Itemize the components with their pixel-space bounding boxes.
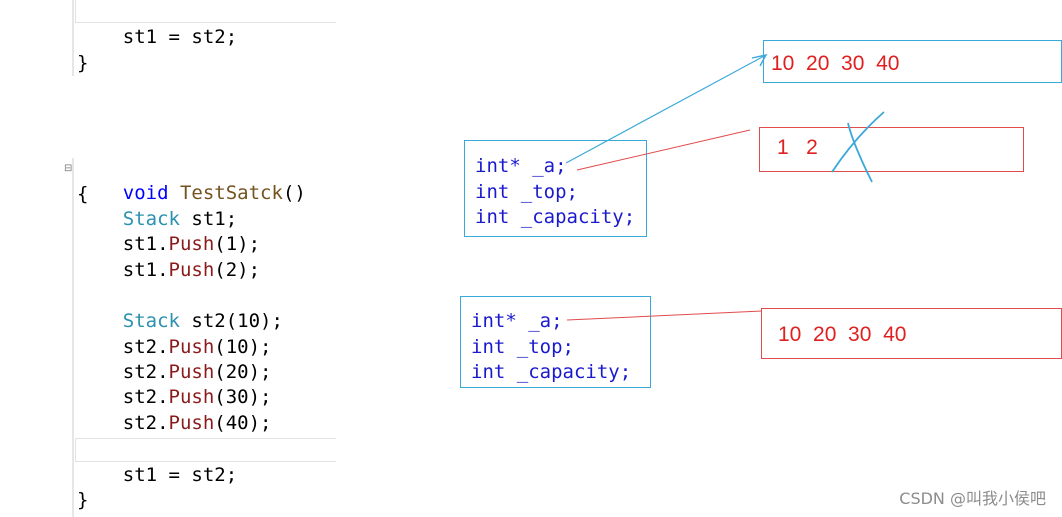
code-line-push-st1-1: st1.Push(1); [77, 232, 260, 257]
st1-field-top: int _top; [475, 181, 578, 203]
code-line-push-st2-1: st2.Push(10); [77, 335, 272, 360]
decl-st2-var: st2(10); [179, 310, 283, 332]
cross-out-mark-icon [831, 111, 885, 173]
code-line-open-brace: { [77, 183, 89, 205]
code-line-close-brace: } [77, 489, 89, 511]
push-args: (10); [214, 336, 272, 358]
assign-statement: st1 = st2; [122, 464, 238, 486]
push-method: Push [168, 336, 215, 358]
keyword-void: void [122, 182, 169, 204]
heap-box-old-st1: 1 2 [759, 127, 1024, 172]
type-stack: Stack [122, 310, 180, 332]
heap-st2-values: 10 20 30 40 [778, 323, 907, 346]
push-method: Push [168, 233, 215, 255]
code-line-signature: void TestSatck() [77, 156, 306, 231]
push-obj: st2. [122, 361, 169, 383]
blank-code-row [75, 438, 336, 462]
code-line-assign: st1 = st2; [77, 463, 237, 488]
push-method: Push [168, 361, 215, 383]
signature-parens: () [282, 182, 306, 204]
cross-out-mark-icon [847, 122, 873, 183]
red-pointer-line-st1 [576, 129, 751, 171]
code-line-push-st2-4: st2.Push(40); [77, 411, 272, 436]
push-obj: st2. [122, 336, 169, 358]
collapse-icon[interactable]: ⊟ [64, 163, 73, 174]
code-editor: st1 = st2; } ⊟ void TestSatck() { Stack … [0, 0, 340, 517]
editor-gutter-line [72, 0, 74, 76]
red-pointer-line-st2 [566, 310, 763, 321]
function-name: TestSatck [179, 182, 283, 204]
push-method: Push [168, 412, 215, 434]
watermark: CSDN @叫我小侯吧 [899, 489, 1046, 508]
code-line-decl-st1: Stack st1; [77, 207, 237, 232]
code-line-push-st2-2: st2.Push(20); [77, 360, 272, 385]
st2-struct-box: int* _a; int _top; int _capacity; [460, 296, 651, 388]
blue-pointer-arrow [565, 54, 767, 164]
st2-field-a: int* _a; [471, 310, 563, 332]
push-args: (20); [214, 361, 272, 383]
st1-field-a: int* _a; [475, 155, 567, 177]
heap-box-st2: 10 20 30 40 [761, 308, 1062, 359]
push-method: Push [168, 386, 215, 408]
push-obj: st2. [122, 386, 169, 408]
st2-field-top: int _top; [471, 336, 574, 358]
code-line-close-top: } [77, 52, 89, 74]
push-args: (40); [214, 412, 272, 434]
st2-field-capacity: int _capacity; [471, 361, 632, 383]
heap-shared-values: 10 20 30 40 [771, 52, 900, 75]
blank-code-row [75, 0, 336, 23]
arrow-head-icon [751, 53, 768, 67]
editor-gutter-line [72, 158, 74, 517]
push-args: (2); [214, 259, 261, 281]
code-line-push-st1-2: st1.Push(2); [77, 258, 260, 283]
st1-struct-box: int* _a; int _top; int _capacity; [464, 140, 647, 237]
st1-field-capacity: int _capacity; [475, 206, 636, 228]
push-obj: st2. [122, 412, 169, 434]
code-line-push-st2-3: st2.Push(30); [77, 385, 272, 410]
heap-box-shared: 10 20 30 40 [763, 40, 1062, 83]
code-line-decl-st2: Stack st2(10); [77, 309, 283, 334]
type-stack: Stack [122, 208, 180, 230]
push-args: (30); [214, 386, 272, 408]
push-obj: st1. [122, 259, 169, 281]
push-args: (1); [214, 233, 261, 255]
decl-st1-var: st1; [179, 208, 238, 230]
push-method: Push [168, 259, 215, 281]
code-line-assign-top: st1 = st2; [77, 26, 238, 48]
heap-old-st1-values: 1 2 [777, 136, 818, 159]
push-obj: st1. [122, 233, 169, 255]
